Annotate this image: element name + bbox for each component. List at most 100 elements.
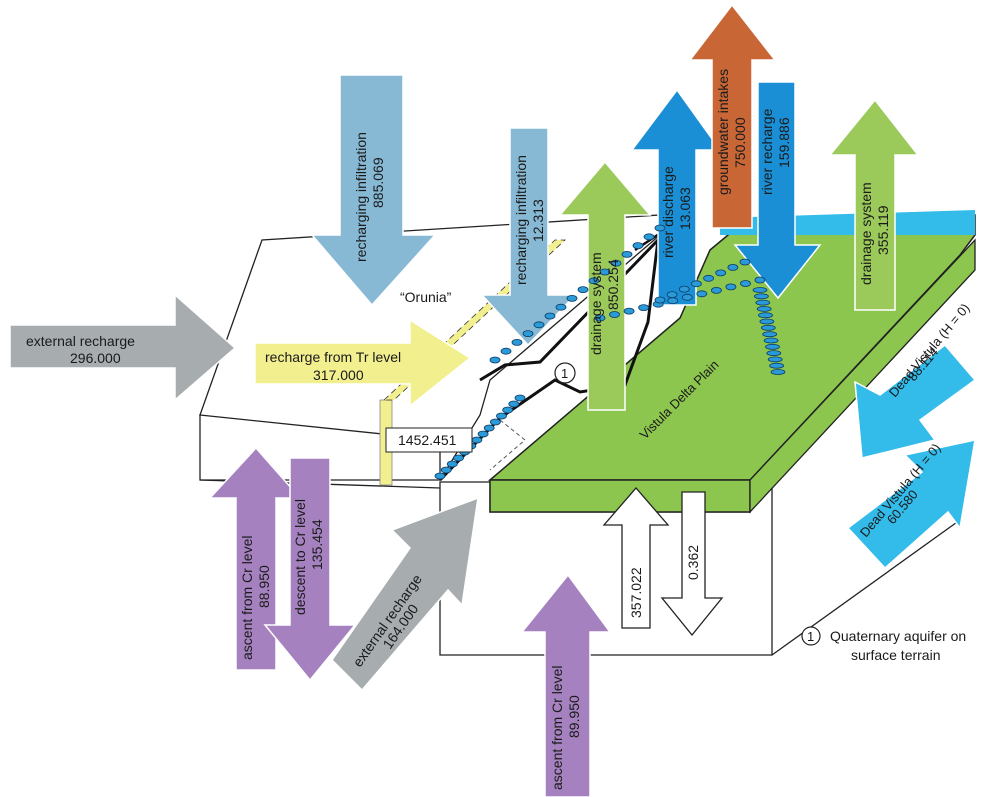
river-dot	[739, 258, 751, 266]
value-ascent-cr-left: 88.950	[256, 565, 272, 608]
value-drainage-system-2: 355.119	[875, 205, 891, 255]
river-dot	[765, 343, 780, 350]
value-recharging-infiltration-1: 885.069	[370, 157, 386, 208]
value-vertical-up: 357.022	[628, 567, 644, 618]
river-dot	[621, 250, 633, 258]
river-dot	[754, 276, 766, 284]
river-dot	[758, 312, 773, 319]
river-dot	[502, 406, 514, 414]
river-dot	[453, 454, 464, 462]
arrow-external-recharge-top	[9, 293, 237, 402]
label-external-recharge-top: external recharge	[26, 333, 135, 349]
arrow-vertical-down	[660, 491, 724, 637]
arrow-recharging-infiltration-2	[480, 127, 577, 347]
thick-boundary	[438, 235, 661, 482]
river-dot	[770, 369, 786, 375]
arrow-dead-vistula-2	[846, 439, 976, 570]
arrow-drainage-system-1	[558, 160, 652, 411]
river-dot	[715, 269, 727, 277]
arrow-ascent-cr-left	[208, 446, 302, 671]
value-river-recharge: 159.886	[776, 117, 792, 168]
river-dot	[471, 436, 483, 444]
arrow-groundwater-intakes	[688, 3, 777, 229]
river-dot	[483, 424, 495, 432]
river-dot	[667, 297, 679, 305]
river-dot	[623, 307, 635, 315]
river-dot	[489, 356, 501, 364]
arrow-drainage-system-2	[828, 98, 920, 311]
river-dot	[489, 418, 501, 426]
river-dot	[508, 400, 520, 408]
value-recharging-infiltration-2: 12.313	[530, 199, 546, 242]
label-drainage-system-2: drainage system	[858, 182, 874, 285]
river-dot	[588, 277, 600, 285]
arrow-vertical-up	[602, 487, 670, 629]
value-drainage-system-1: 850.254	[605, 259, 621, 310]
river-dot	[632, 242, 644, 250]
river-dot	[727, 263, 739, 271]
label-ascent-cr-bottom: ascent from Cr level	[549, 666, 565, 790]
river-dot	[766, 350, 782, 357]
river-dot	[654, 296, 666, 304]
river-dot	[769, 362, 784, 369]
label-orunia: “Orunia”	[400, 289, 452, 305]
label-river-discharge: river discharge	[660, 166, 676, 258]
river-dots	[434, 224, 786, 480]
river-dot	[594, 314, 606, 322]
river-dot	[755, 299, 771, 306]
label-recharge-from-tr: recharge from Tr level	[265, 349, 401, 365]
river-dot	[654, 224, 666, 232]
river-dot	[533, 321, 545, 329]
value-ascent-cr-bottom: 89.950	[566, 695, 582, 738]
legend-marker-number: 1	[807, 629, 814, 644]
label-descent-cr: descent to Cr level	[292, 499, 308, 615]
value-river-discharge: 13.063	[677, 187, 693, 230]
river-dot	[696, 290, 708, 298]
label-ascent-cr-left: ascent from Cr level	[239, 536, 255, 660]
river-dot	[566, 294, 578, 302]
arrow-ascent-cr-bottom	[520, 573, 612, 797]
river-dot	[666, 291, 678, 299]
river-dot	[638, 304, 649, 312]
arrow-external-recharge-bottom	[331, 496, 479, 692]
river-dot	[434, 472, 446, 480]
value-boundary-flow: 1452.451	[398, 432, 457, 448]
value-vertical-down: 0.362	[685, 545, 701, 580]
river-dot	[511, 338, 523, 346]
arrow-recharge-from-tr	[254, 318, 472, 408]
river-dot	[610, 259, 622, 267]
river-dot	[767, 356, 783, 363]
river-dot	[577, 286, 589, 294]
river-dot	[711, 286, 722, 294]
river-dot	[599, 268, 611, 276]
marker-number: 1	[561, 366, 568, 381]
river-dot	[544, 312, 556, 320]
arrow-dead-vistula-1	[854, 343, 977, 459]
river-dot	[681, 293, 693, 301]
arrow-river-recharge	[733, 81, 822, 300]
river-dot	[496, 412, 507, 420]
label-recharging-infiltration-1: recharging infiltration	[353, 132, 369, 262]
river-dot	[763, 337, 779, 344]
river-dot	[440, 466, 452, 474]
legend-line-2: surface terrain	[851, 647, 940, 663]
value-recharge-from-tr: 317.000	[313, 367, 364, 383]
river-dot	[756, 305, 772, 312]
river-dot	[555, 303, 567, 311]
marker-circle	[554, 362, 576, 384]
river-dot	[477, 430, 489, 438]
label-drainage-system-1: drainage system	[588, 252, 604, 355]
river-dot	[703, 274, 714, 282]
river-dot	[759, 318, 775, 325]
legend-line-1: Quaternary aquifer on	[830, 628, 966, 644]
boundary-flow-box	[385, 427, 473, 453]
river-dot	[691, 280, 702, 288]
river-dot	[609, 311, 620, 318]
river-dot	[522, 330, 534, 338]
river-dot	[678, 285, 690, 293]
label-groundwater-intakes: groundwater intakes	[715, 69, 731, 195]
river-dot	[762, 331, 778, 338]
river-dot	[752, 287, 768, 293]
